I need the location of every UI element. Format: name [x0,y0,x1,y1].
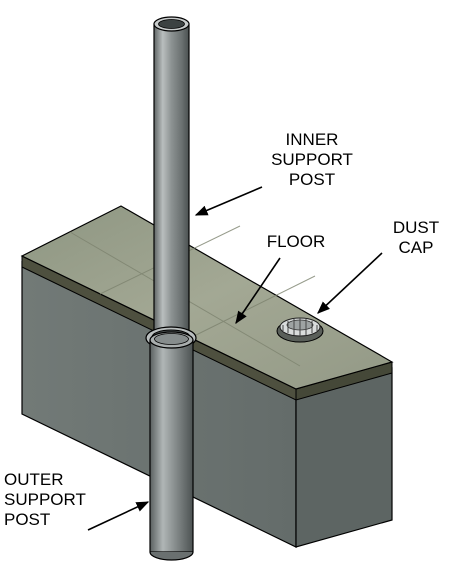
outer-support-post [149,331,194,561]
label-line: POST [4,510,51,529]
dust-cap-leader [317,252,383,314]
label-line: DUST [392,218,440,237]
label-line: FLOOR [266,232,326,251]
label-outer-support-post: OUTER SUPPORT POST [4,470,104,530]
dust-cap [276,317,324,343]
label-line: POST [288,170,336,189]
inner-support-post [153,16,190,343]
label-dust-cap: DUST CAP [384,218,448,258]
inner-post-leader [194,186,263,216]
label-line: SUPPORT [271,150,353,169]
floor-leader [235,257,281,325]
label-floor: FLOOR [256,232,336,252]
leader-arrows [87,186,383,531]
label-inner-support-post: INNER SUPPORT POST [264,130,360,190]
label-line: CAP [398,238,434,257]
outer-post-leader [87,501,150,531]
label-line: SUPPORT [4,490,86,509]
floor-top-surface [20,205,394,390]
label-line: OUTER [4,470,64,489]
label-line: INNER [285,130,339,149]
